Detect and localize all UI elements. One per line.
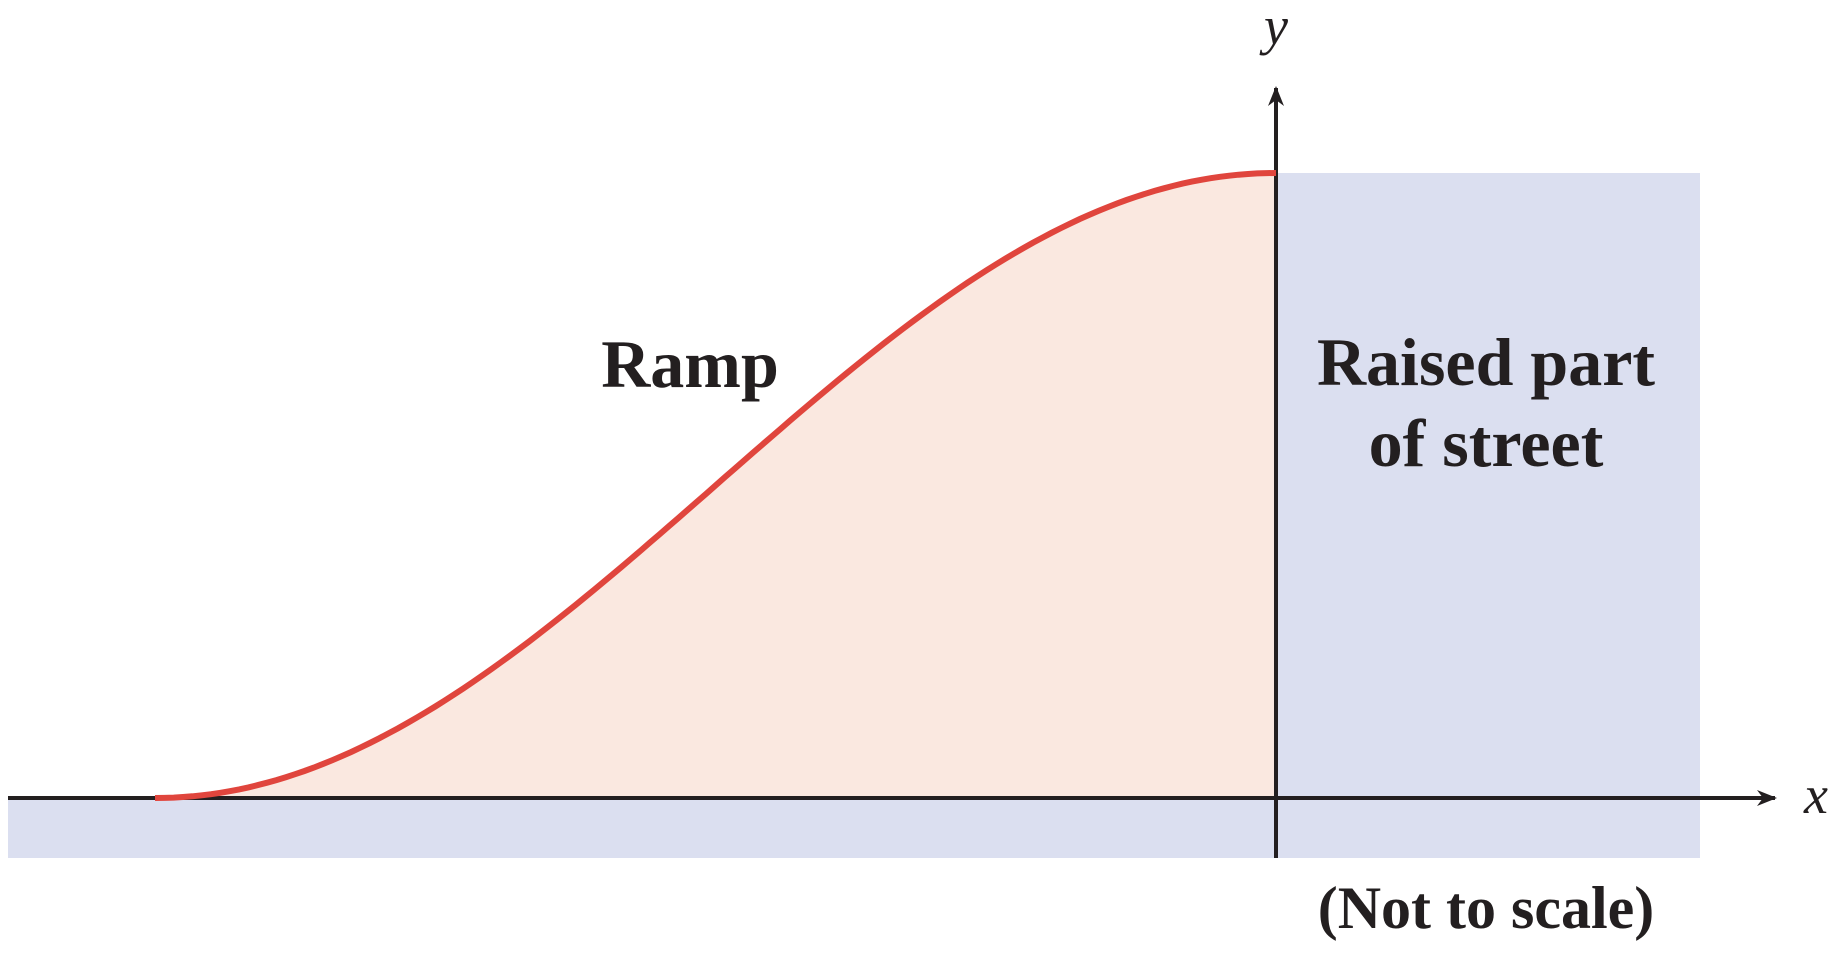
scale-note: (Not to scale) (1318, 875, 1655, 941)
raised-label-line2: of street (1369, 405, 1604, 481)
raised-label-line1: Raised part (1317, 324, 1655, 400)
raised-street-block (1272, 173, 1700, 858)
y-axis-label: y (1259, 0, 1288, 56)
x-axis-label: x (1803, 765, 1828, 825)
ramp-curve (154, 170, 1277, 801)
ramp-label: Ramp (601, 326, 779, 402)
